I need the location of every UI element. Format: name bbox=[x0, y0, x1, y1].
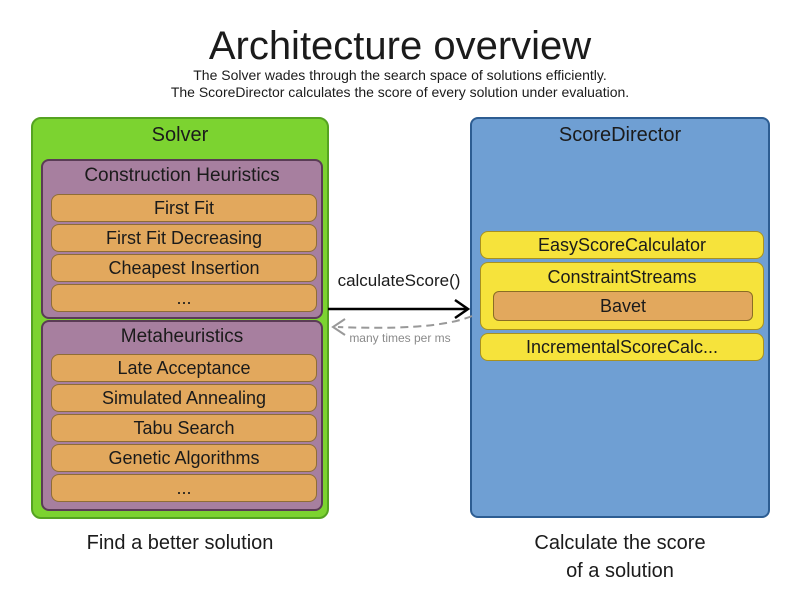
score-director-label: ScoreDirector bbox=[558, 124, 682, 146]
incremental-score-calculator-item: IncrementalScoreCalc... bbox=[480, 333, 764, 361]
algorithm-item: Cheapest Insertion bbox=[51, 254, 317, 282]
score-director-caption: Calculate the score of a solution bbox=[470, 529, 770, 585]
page-title: Architecture overview bbox=[208, 24, 592, 68]
constraint-streams-label: ConstraintStreams bbox=[547, 267, 697, 287]
solver-box: Solver Construction Heuristics First Fit… bbox=[31, 117, 329, 519]
score-director-caption-line-1: Calculate the score bbox=[534, 532, 706, 554]
metaheuristics-label: Metaheuristics bbox=[120, 326, 244, 347]
algorithm-item-more: ... bbox=[51, 474, 317, 502]
return-arrow-icon bbox=[331, 315, 473, 336]
score-director-caption-line-2: of a solution bbox=[566, 560, 674, 582]
frequency-label: many times per ms bbox=[349, 331, 451, 345]
algorithm-item: First Fit Decreasing bbox=[51, 224, 317, 252]
construction-heuristics-box: Construction Heuristics First Fit First … bbox=[41, 159, 323, 319]
call-arrow-icon bbox=[328, 298, 471, 320]
bavet-item: Bavet bbox=[493, 291, 753, 321]
subtitle-line-1: The Solver wades through the search spac… bbox=[193, 67, 607, 83]
solver-caption: Find a better solution bbox=[86, 532, 274, 554]
algorithm-item: Genetic Algorithms bbox=[51, 444, 317, 472]
construction-heuristics-label: Construction Heuristics bbox=[84, 165, 280, 186]
constraint-streams-item: ConstraintStreams Bavet bbox=[480, 262, 764, 330]
metaheuristics-box: Metaheuristics Late Acceptance Simulated… bbox=[41, 320, 323, 511]
algorithm-item-more: ... bbox=[51, 284, 317, 312]
subtitle-line-2: The ScoreDirector calculates the score o… bbox=[170, 84, 630, 100]
algorithm-item: Late Acceptance bbox=[51, 354, 317, 382]
score-director-box: ScoreDirector EasyScoreCalculator Constr… bbox=[470, 117, 770, 518]
solver-label: Solver bbox=[151, 124, 209, 146]
algorithm-item: Simulated Annealing bbox=[51, 384, 317, 412]
call-and-return-arrows bbox=[328, 298, 473, 336]
algorithm-item: First Fit bbox=[51, 194, 317, 222]
easy-score-calculator-item: EasyScoreCalculator bbox=[480, 231, 764, 259]
calculate-score-label: calculateScore() bbox=[337, 271, 461, 290]
algorithm-item: Tabu Search bbox=[51, 414, 317, 442]
